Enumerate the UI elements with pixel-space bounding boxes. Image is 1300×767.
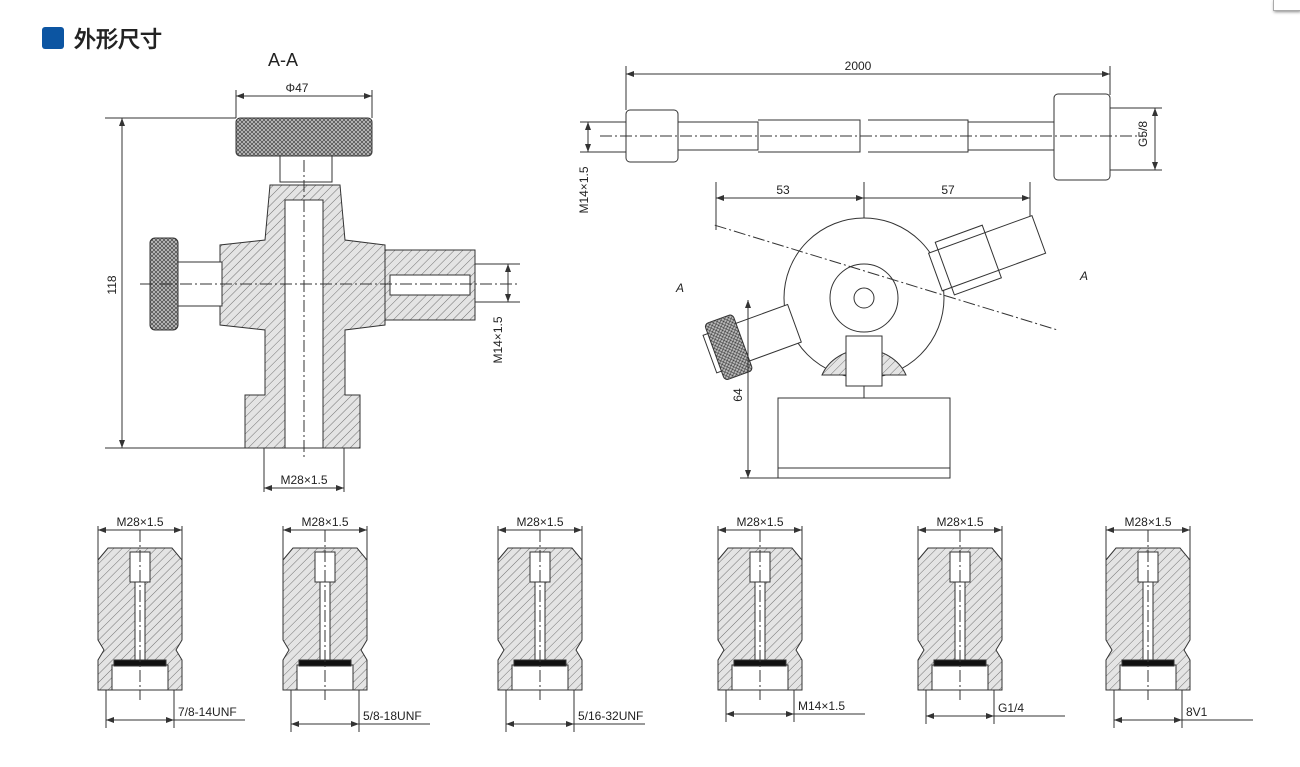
fitting-bottom-thread: 7/8-14UNF — [178, 705, 237, 719]
dim-left: 53 — [776, 183, 790, 197]
fitting-top-thread: M28×1.5 — [1124, 515, 1171, 529]
fitting-top-thread: M28×1.5 — [516, 515, 563, 529]
dim-hose-left-thread: M14×1.5 — [577, 166, 591, 213]
cut-mark-left: A — [675, 281, 684, 295]
header-bullet-icon — [42, 27, 64, 49]
top-view: 53 57 64 A A — [675, 182, 1088, 479]
section-title: 外形尺寸 — [74, 28, 163, 53]
dim-bottom-thread: M28×1.5 — [280, 473, 327, 487]
dim-hose-length: 2000 — [845, 59, 872, 73]
fitting-6: M28×1.5 8V1 — [1105, 515, 1253, 728]
fitting-2: M28×1.5 5/8-18UNF — [282, 515, 430, 732]
fitting-top-thread: M28×1.5 — [736, 515, 783, 529]
fitting-bottom-thread: 8V1 — [1186, 705, 1208, 719]
fitting-top-thread: M28×1.5 — [116, 515, 163, 529]
fitting-bottom-thread: 5/16-32UNF — [578, 709, 643, 723]
fitting-1: M28×1.5 7/8-14UNF — [97, 515, 245, 728]
fitting-top-thread: M28×1.5 — [936, 515, 983, 529]
dim-height-64: 64 — [731, 388, 745, 402]
hose-view: 2000 M14×1.5 G5/8 — [577, 59, 1162, 214]
section-view-a-a: A-A Φ47 118 M14×1.5 M28×1.5 — [105, 50, 520, 492]
fitting-top-thread: M28×1.5 — [301, 515, 348, 529]
dim-hose-right-thread: G5/8 — [1136, 121, 1150, 147]
dim-height: 118 — [105, 275, 119, 294]
dim-diameter: Φ47 — [286, 81, 309, 95]
corner-tab — [1273, 0, 1300, 11]
section-header: 外形尺寸 — [42, 22, 162, 54]
fitting-3: M28×1.5 5/16-32UNF — [497, 515, 645, 732]
dim-side-thread: M14×1.5 — [491, 316, 505, 363]
fittings-row: M28×1.5 7/8-14UNF M28×1.5 5/8-18UNF M28×1.5 5… — [97, 515, 1253, 732]
dim-right: 57 — [941, 183, 955, 197]
fitting-5: M28×1.5G1/4 — [917, 515, 1065, 724]
fitting-bottom-thread: M14×1.5 — [798, 699, 845, 713]
fitting-bottom-thread: G1/4 — [998, 701, 1024, 715]
fitting-bottom-thread: 5/8-18UNF — [363, 709, 422, 723]
cut-mark-right: A — [1079, 269, 1088, 283]
section-label: A-A — [268, 50, 298, 70]
